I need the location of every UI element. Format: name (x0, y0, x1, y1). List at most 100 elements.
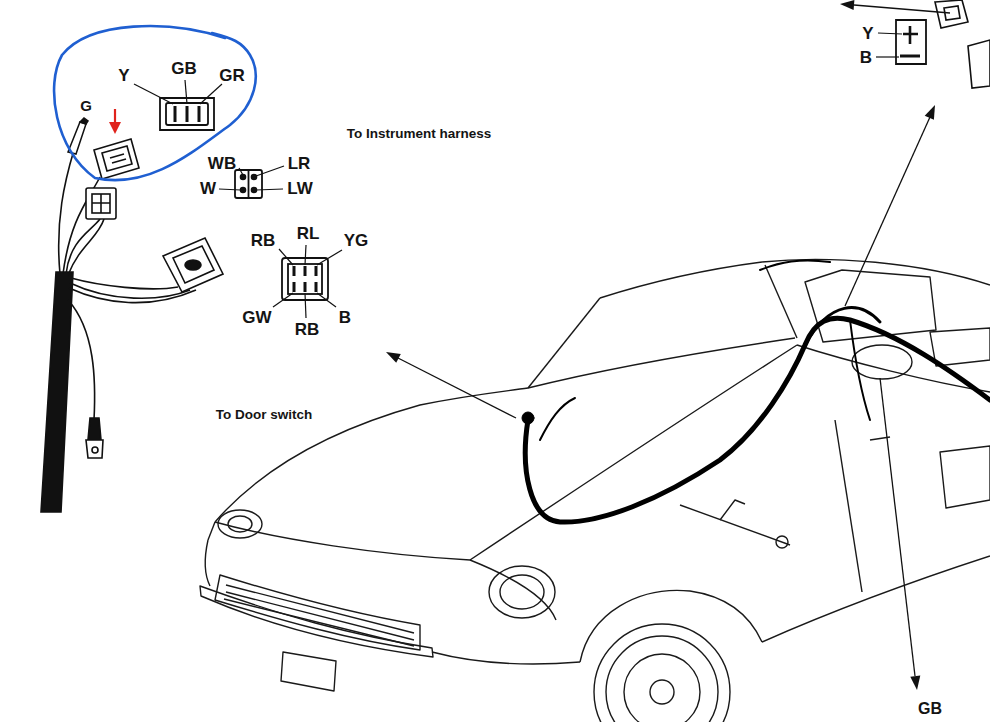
harness-connector (94, 139, 139, 179)
wire-color-code: W (200, 180, 216, 197)
car-harness-part (805, 308, 880, 345)
wire-color-code: B (339, 309, 351, 326)
wire-color-code: G (80, 98, 92, 113)
car-outline-part (594, 624, 730, 722)
car-outline-part (208, 522, 215, 540)
car-outline-part (281, 652, 336, 691)
connector-face-part (241, 175, 246, 180)
car-outline-part (432, 652, 580, 664)
bullet-terminal-part (80, 118, 88, 124)
car-harness-part (850, 320, 870, 420)
car-harness-part (525, 318, 990, 522)
car-outline-part (205, 540, 210, 586)
connector-face-part (252, 188, 257, 193)
harness-connector-part (94, 139, 139, 179)
callout-arrow-part (845, 117, 930, 306)
connector-face (935, 0, 990, 88)
car-outline-part (852, 345, 912, 379)
leader-line-part (256, 166, 284, 176)
harness-connector-part (92, 194, 110, 213)
car-harness-part (540, 398, 575, 440)
car-outline (200, 259, 990, 722)
ground-lug-part (86, 440, 103, 458)
wire-color-code: GB (171, 60, 197, 77)
wire-color-code: RB (251, 232, 276, 249)
harness-bundle-part (69, 288, 196, 303)
connector-face-part (241, 188, 246, 193)
harness-connector-part (173, 246, 214, 283)
wire-color-code: LR (288, 155, 311, 172)
ground-lug-part (88, 418, 101, 440)
bullet-terminal (68, 118, 88, 154)
harness-connector-part (163, 238, 223, 292)
connector-face-part (903, 26, 918, 44)
leader-line-part (219, 189, 241, 190)
leader-line-part (317, 250, 342, 265)
leader-line-part (134, 84, 173, 104)
harness-connector (163, 238, 223, 292)
callout-arrow-part (840, 0, 854, 10)
callout-arrow-part (925, 105, 935, 120)
connector-face (235, 170, 262, 198)
harness-bundle-part (41, 272, 73, 512)
harness-connector (86, 188, 116, 219)
leader-line-part (878, 33, 902, 34)
car-outline-part (940, 446, 990, 508)
harness-destination-note: To Door switch (216, 408, 313, 422)
car-outline-part (762, 556, 990, 642)
wire-color-code: LW (287, 180, 313, 197)
leader-line (273, 245, 342, 318)
connector-face-part (935, 0, 968, 28)
callout-arrow-part (910, 676, 920, 691)
car-outline-part (606, 636, 718, 722)
callout-arrow-part (854, 5, 950, 13)
ground-lug-part (92, 447, 98, 453)
wire-color-code: Y (118, 67, 129, 84)
wire-color-code: YG (344, 232, 369, 249)
connector-face-part (235, 170, 262, 198)
car-outline-part (470, 345, 797, 560)
connector-face-part (252, 175, 257, 180)
car-harness-part (760, 260, 830, 270)
car-harness (522, 260, 990, 522)
car-outline-part (228, 516, 252, 532)
car-outline-part (470, 560, 556, 620)
connector-face-part (248, 170, 250, 198)
connector-face-part (294, 266, 316, 292)
callout-arrow-part (398, 358, 516, 418)
wire-color-code: RB (295, 321, 320, 338)
wire-color-code: Y (862, 25, 873, 42)
car-outline-part (215, 388, 528, 522)
car-outline-part (218, 510, 262, 538)
leader-line-part (256, 189, 283, 190)
car-outline-part (650, 680, 674, 704)
harness-bundle-part (71, 278, 178, 289)
car-outline-part (797, 345, 990, 392)
wire-color-code: B (860, 49, 872, 66)
car-outline-part (765, 265, 797, 338)
ground-lug (86, 418, 103, 458)
harness-bundle-part (66, 219, 100, 274)
connector-face-part (896, 20, 926, 64)
annotation-arrow-part (109, 122, 121, 134)
car-outline-part (215, 575, 420, 650)
harness-connector-part (86, 188, 116, 219)
leader-line-part (273, 293, 293, 307)
car-outline-part (500, 575, 544, 609)
callout-arrow (386, 0, 950, 690)
annotation-circle (54, 26, 256, 180)
car-outline-part (680, 505, 790, 545)
leader-line-part (239, 168, 243, 175)
car-outline-part (720, 500, 745, 520)
connector-face-part (166, 103, 208, 125)
leader-line-part (305, 293, 306, 318)
car-outline-part (776, 536, 788, 548)
leader-line-part (305, 245, 306, 265)
car-outline-part (528, 338, 795, 388)
callout-arrow-part (386, 352, 401, 363)
connector-face-part (175, 106, 199, 122)
harness-connector-part (102, 146, 132, 171)
harness-destination-note: To Instrument harness (347, 127, 492, 141)
wire-color-code: GB (918, 701, 942, 717)
car-outline-part (600, 262, 762, 298)
